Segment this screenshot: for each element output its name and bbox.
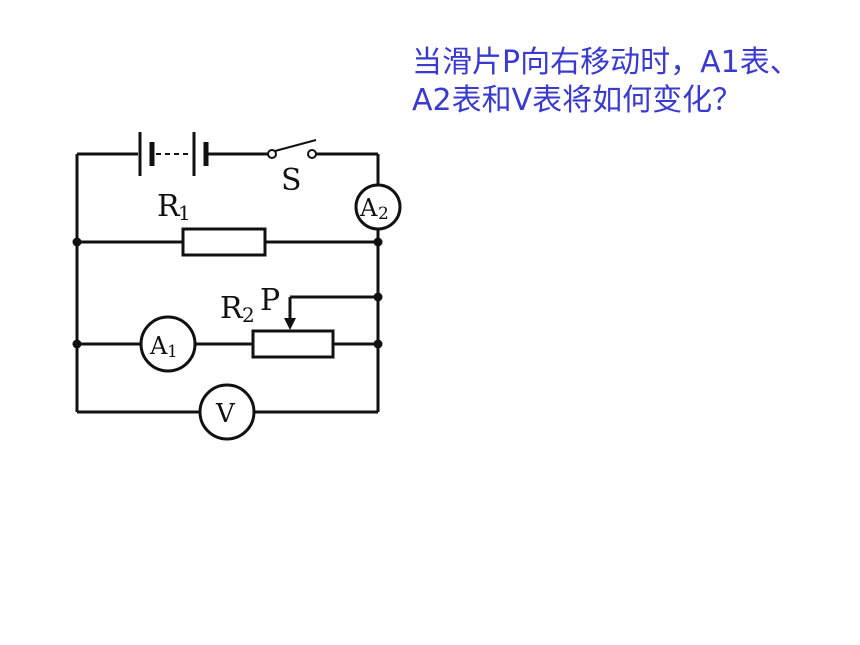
switch-symbol: S: [267, 139, 317, 198]
a2-subscript: 2: [378, 204, 389, 224]
ammeter-a2: A 2: [354, 183, 402, 231]
r1-label: R: [157, 189, 181, 224]
a1-subscript: 1: [167, 342, 178, 362]
slider-label: P: [260, 283, 280, 318]
r2-subscript: 2: [242, 303, 255, 327]
question-line-1: 当滑片P向右移动时，A1表、: [412, 45, 800, 80]
voltmeter-v: V: [198, 383, 256, 441]
rheostat-r2: R 2 P: [220, 283, 335, 359]
ammeter-a1: A 1: [139, 315, 197, 373]
question-line-2: A2表和V表将如何变化？: [412, 83, 743, 118]
junction-nodes: [72, 237, 383, 349]
v-label: V: [215, 399, 236, 429]
r2-label: R: [220, 291, 244, 326]
a2-label: A: [359, 194, 378, 222]
a1-label: A: [149, 332, 168, 360]
question-text: 当滑片P向右移动时，A1表、 A2表和V表将如何变化？: [412, 44, 852, 120]
switch-label: S: [281, 163, 302, 198]
battery-symbol: [138, 132, 209, 176]
r1-subscript: 1: [178, 201, 191, 225]
resistor-r1: R 1: [157, 189, 267, 257]
wires: [75, 152, 380, 414]
